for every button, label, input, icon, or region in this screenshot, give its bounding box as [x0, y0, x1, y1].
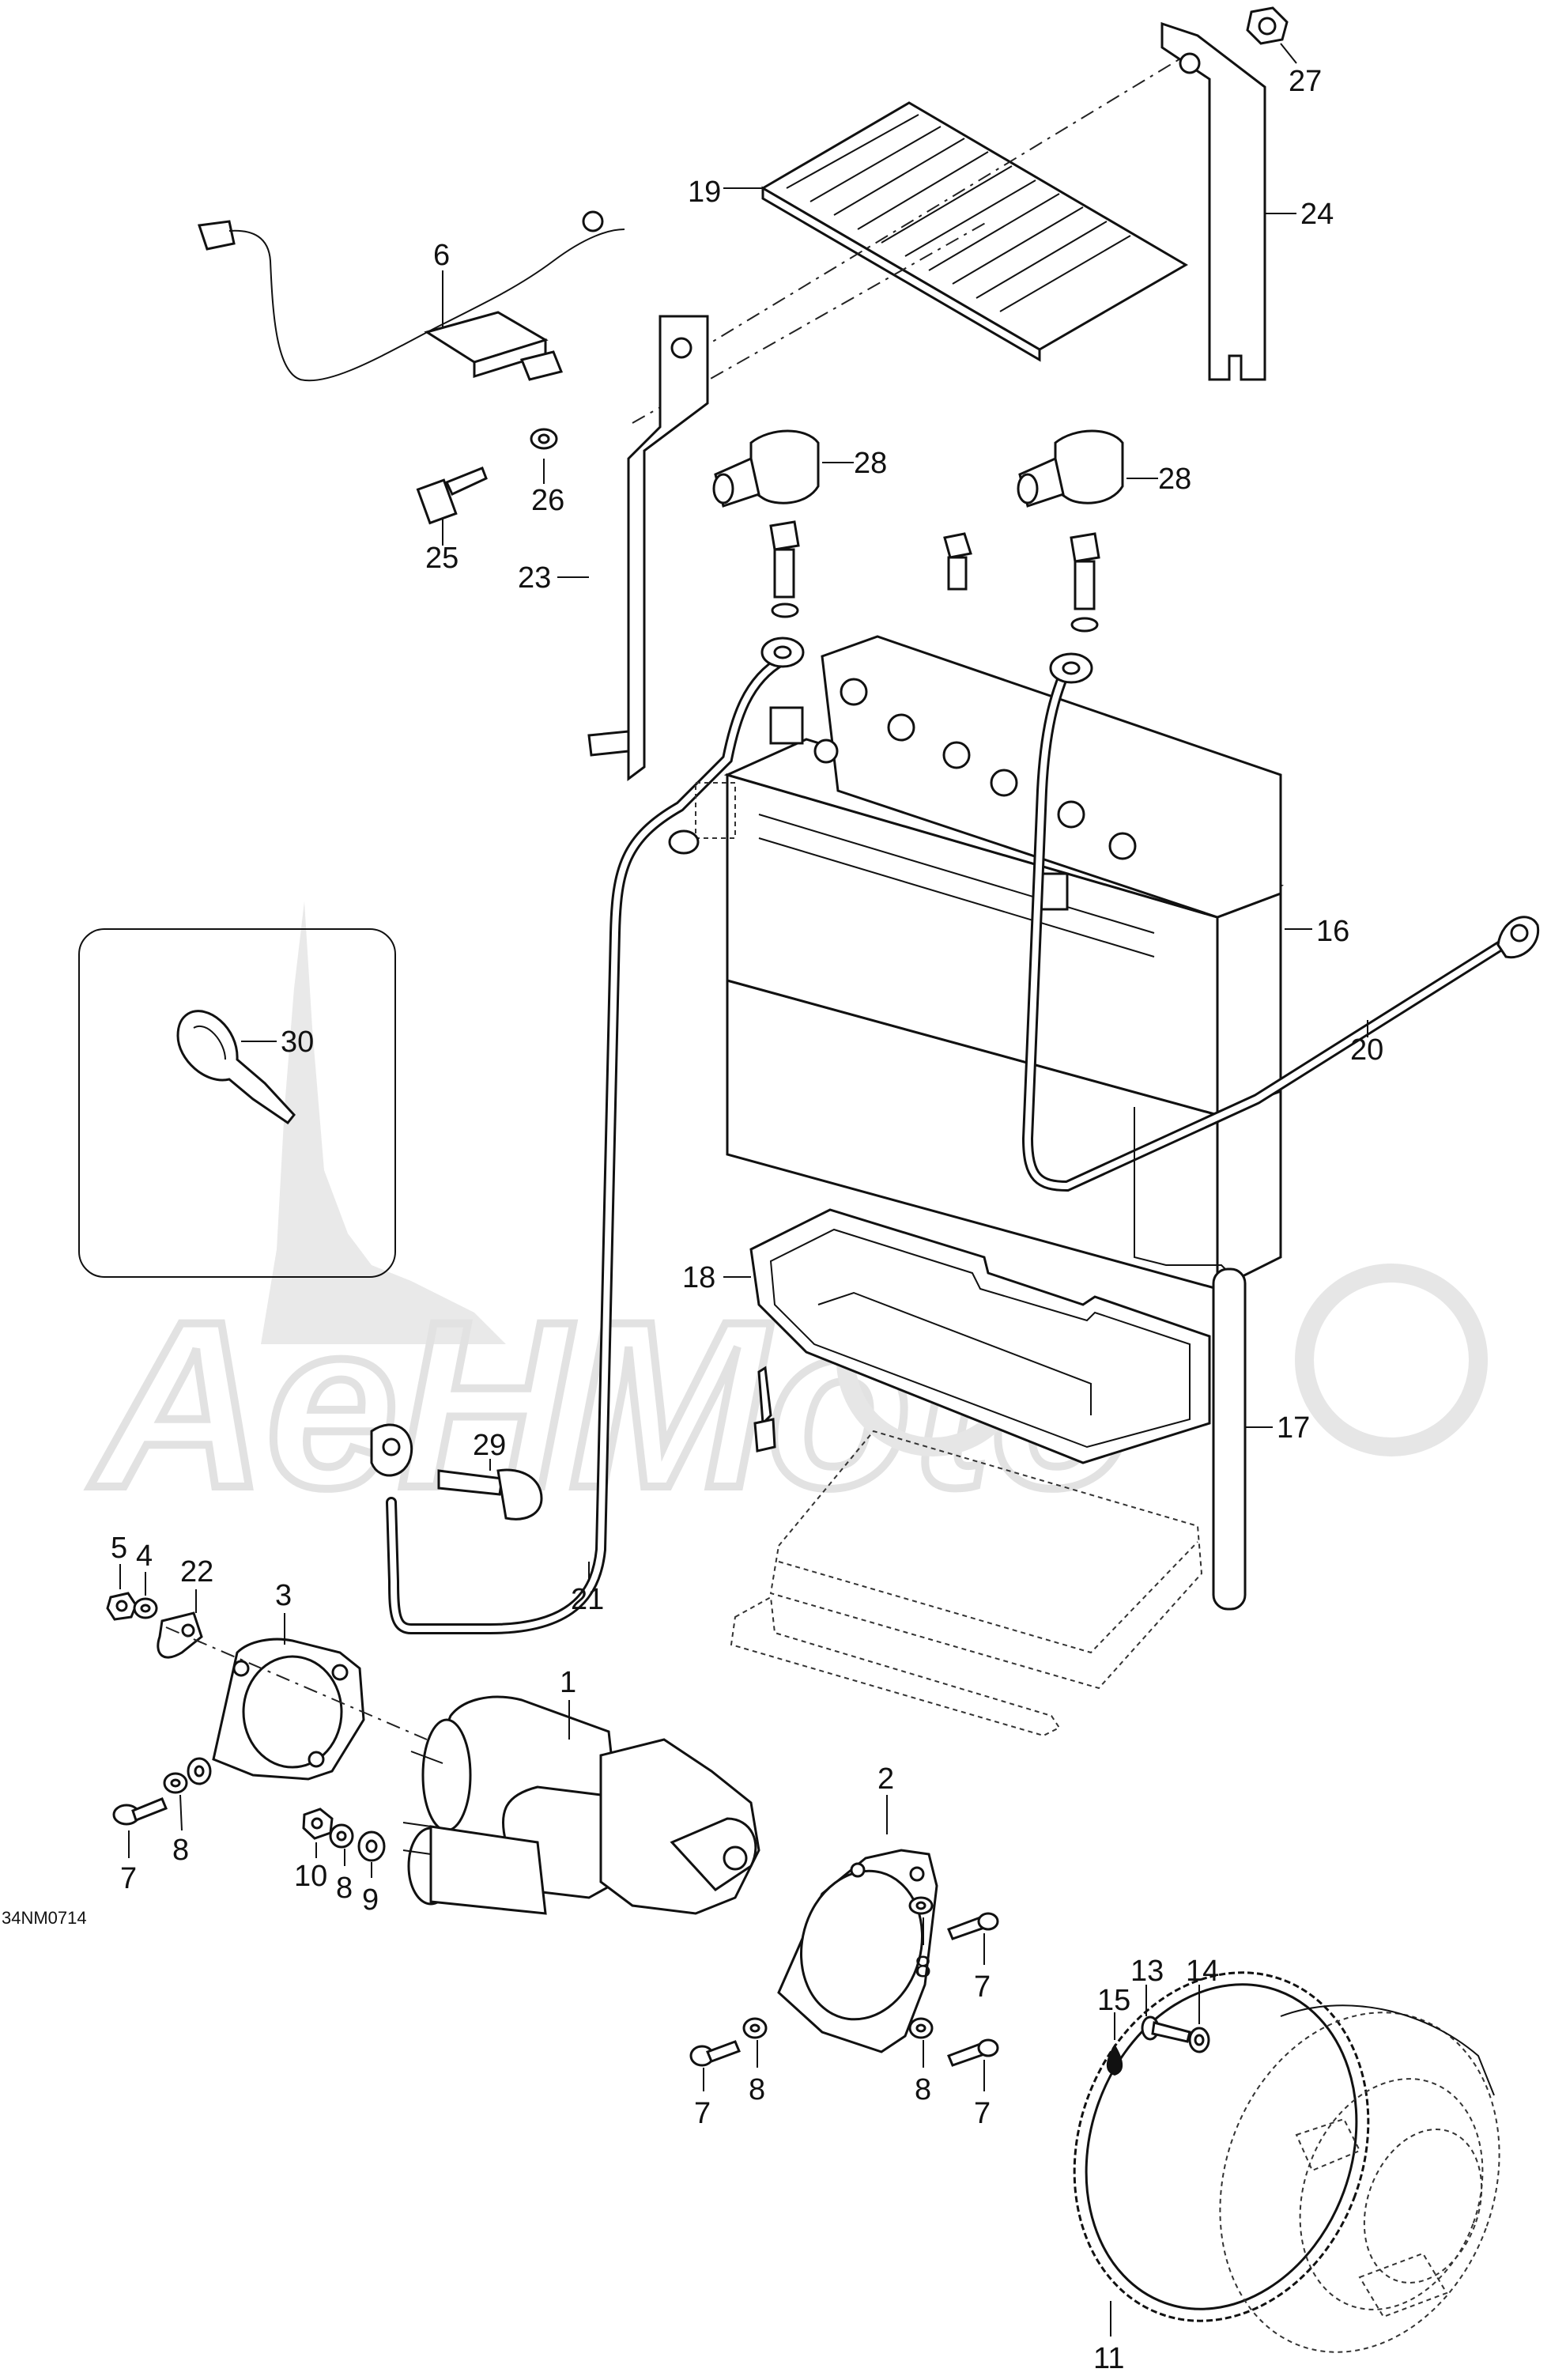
callout-27: 27: [1289, 65, 1322, 98]
callout-2: 2: [877, 1762, 894, 1796]
washer-14: [1188, 2027, 1210, 2053]
ring-gear-flywheel: [1073, 1971, 1500, 2353]
fuse-holder-harness: [198, 210, 625, 382]
bolt-7-d: [947, 2038, 999, 2067]
terminal-cap-right: [1017, 429, 1124, 508]
washer-9: [357, 1830, 386, 1862]
callout-11: 11: [1093, 2342, 1124, 2375]
bolt-7-left: [112, 1797, 168, 1826]
negative-cable: [370, 637, 805, 1634]
callout-6: 6: [433, 239, 450, 272]
clamp-22: [157, 1611, 203, 1659]
callout-7-d: 7: [974, 2097, 991, 2130]
nut-10: [302, 1808, 334, 1840]
callout-30: 30: [281, 1026, 314, 1059]
callout-24: 24: [1300, 198, 1334, 231]
terminal-cap-left: [712, 429, 820, 508]
tie-wrap-icon: [176, 1010, 296, 1125]
support-spike: [753, 1366, 776, 1453]
callout-labels: 1 2 3 4 5 6 7 7 7 7 8 8 8 8 8 9 10 11 13…: [111, 65, 1383, 2375]
callout-9: 9: [362, 1883, 379, 1917]
callout-29: 29: [473, 1429, 506, 1462]
battery-support-dashed: [730, 1430, 1203, 1737]
callout-8-b: 8: [336, 1872, 353, 1905]
callout-8-a: 8: [172, 1834, 189, 1867]
callout-8-c: 8: [915, 1951, 931, 1984]
vent-tube: [1134, 1107, 1247, 1611]
callout-16: 16: [1316, 915, 1349, 948]
drop-icon: [1106, 2044, 1123, 2076]
battery-rod-right: [1160, 21, 1266, 381]
callout-7-c: 7: [694, 2097, 711, 2130]
callout-21: 21: [571, 1583, 604, 1616]
starter-motor: [402, 1695, 760, 1915]
inset-box: [78, 928, 396, 1278]
callout-28-a: 28: [854, 447, 887, 480]
battery: [723, 635, 1285, 1291]
washer-4: [133, 1597, 158, 1619]
plate-2: [777, 1849, 938, 2053]
callout-19: 19: [688, 176, 721, 209]
callout-4: 4: [136, 1539, 153, 1573]
callout-14: 14: [1186, 1955, 1219, 1988]
washer-8-d: [908, 1896, 934, 1915]
battery-rod-left: [587, 315, 709, 781]
callout-26: 26: [531, 484, 564, 517]
diagram-code: 34NM0714: [2, 1908, 87, 1928]
washer-8-a: [163, 1772, 188, 1794]
callout-7-a: 7: [120, 1862, 137, 1895]
washer-26: [530, 428, 558, 450]
battery-holding-plate: [760, 101, 1188, 362]
callout-23: 23: [518, 561, 551, 595]
screw-29: [437, 1468, 543, 1521]
callout-8-e: 8: [915, 2073, 931, 2106]
bolt-7-c: [689, 2040, 741, 2067]
callout-7-b: 7: [974, 1970, 991, 2004]
positive-cable: [1021, 652, 1540, 1192]
callout-8-d: 8: [749, 2073, 765, 2106]
nut-5: [106, 1592, 138, 1621]
battery-tray: [749, 1208, 1211, 1464]
callout-20: 20: [1350, 1033, 1383, 1067]
callout-5: 5: [111, 1532, 127, 1565]
washer-8-e: [742, 2017, 768, 2039]
bolt-7-b: [947, 1912, 999, 1940]
callout-25: 25: [425, 542, 459, 575]
callout-1: 1: [560, 1666, 576, 1699]
terminal-bolts: [769, 520, 1100, 633]
washer-8-c: [329, 1823, 354, 1849]
callout-28-b: 28: [1158, 463, 1191, 496]
washer-8-f: [908, 2017, 934, 2039]
screw-13: [1141, 2015, 1191, 2043]
callout-10: 10: [294, 1860, 327, 1893]
nut-27: [1246, 6, 1289, 45]
callout-22: 22: [180, 1555, 213, 1589]
callout-18: 18: [682, 1261, 715, 1294]
callout-13: 13: [1130, 1955, 1164, 1988]
callout-15: 15: [1097, 1984, 1130, 2017]
washer-8-b: [187, 1757, 212, 1785]
plate-3: [212, 1638, 365, 1781]
callout-17: 17: [1277, 1411, 1310, 1445]
screw-25: [416, 467, 488, 525]
callout-3: 3: [275, 1579, 292, 1612]
